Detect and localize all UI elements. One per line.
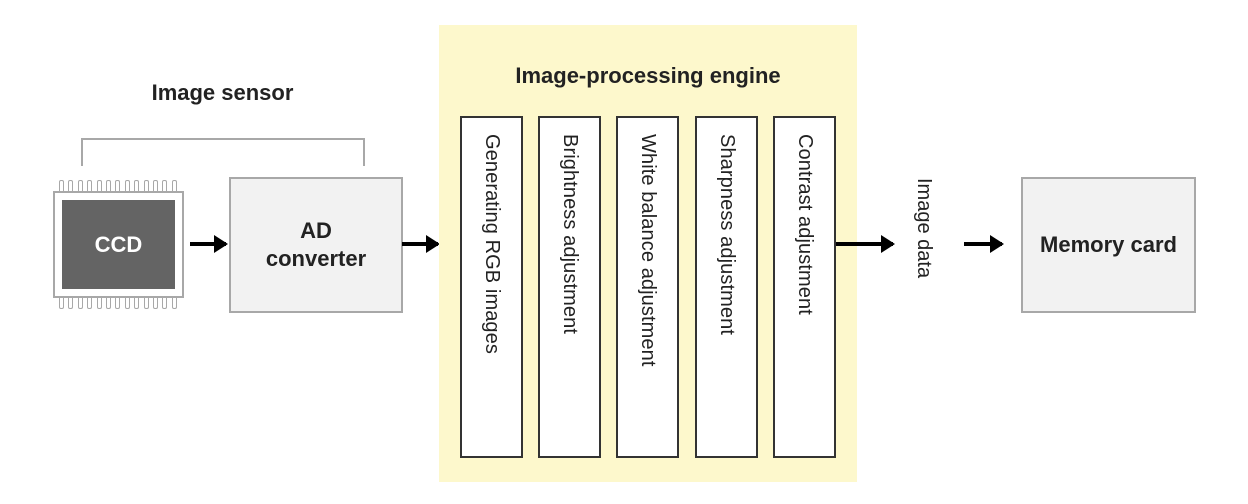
step-contrast: Contrast adjustment	[773, 116, 836, 458]
chip-pins-top	[59, 180, 177, 191]
step-label: Generating RGB images	[481, 134, 503, 354]
memory-card-label: Memory card	[1040, 232, 1177, 257]
ccd-die: CCD	[62, 200, 175, 289]
image-sensor-bracket	[81, 138, 365, 166]
image-data-label: Image data	[913, 178, 935, 279]
ccd-label: CCD	[94, 231, 143, 257]
arrow-engine-to-image-data	[836, 235, 895, 253]
step-white-balance: White balance adjustment	[616, 116, 679, 458]
image-processing-engine-panel: Image-processing engine Generating RGB i…	[439, 25, 857, 482]
image-sensor-title: Image sensor	[151, 80, 294, 105]
arrow-ccd-to-ad	[190, 235, 228, 253]
step-label: White balance adjustment	[637, 134, 659, 367]
step-generating-rgb: Generating RGB images	[460, 116, 523, 458]
memory-card-box: Memory card	[1021, 177, 1196, 313]
ccd-chip: CCD	[53, 180, 184, 309]
step-sharpness: Sharpness adjustment	[695, 116, 758, 458]
ad-converter-label-line1: AD	[300, 218, 332, 243]
step-brightness: Brightness adjustment	[538, 116, 601, 458]
ccd-chip-body: CCD	[53, 191, 184, 298]
arrow-ad-to-engine	[402, 235, 440, 253]
ad-converter-box: AD converter	[229, 177, 403, 313]
engine-title: Image-processing engine	[515, 63, 781, 88]
step-label: Brightness adjustment	[559, 134, 581, 334]
chip-pins-bottom	[59, 298, 177, 309]
step-label: Sharpness adjustment	[716, 134, 738, 336]
step-label: Contrast adjustment	[794, 134, 816, 315]
ad-converter-label-line2: converter	[265, 246, 367, 271]
arrow-image-data-to-memory-card	[964, 235, 1004, 253]
